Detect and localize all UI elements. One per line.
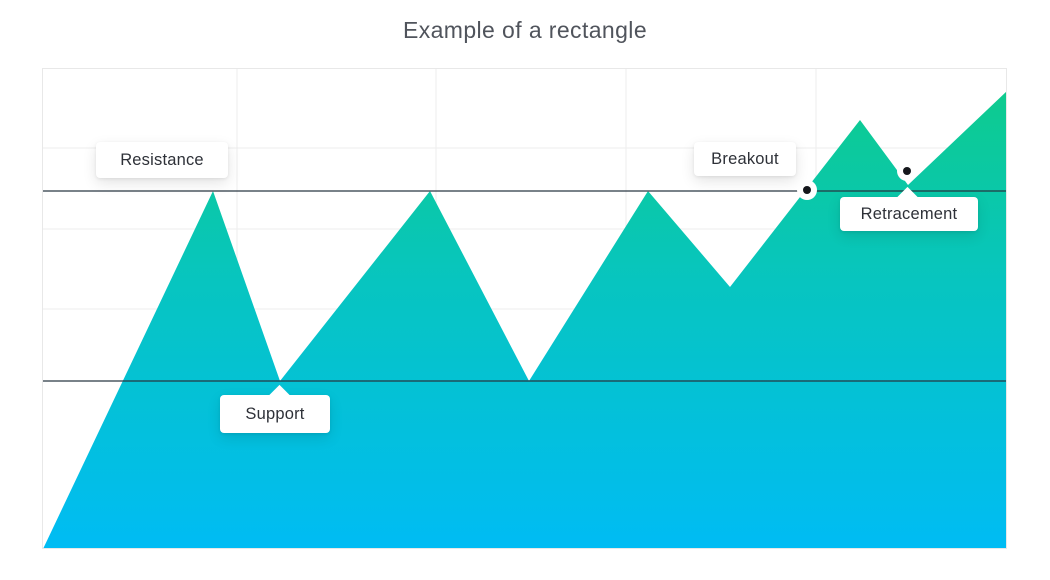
retracement-label-text: Retracement xyxy=(860,204,958,223)
retracement-label: Retracement xyxy=(840,186,978,231)
markers-group xyxy=(797,161,917,200)
chart-plot-area xyxy=(42,68,1007,549)
breakout-point-dot xyxy=(803,186,811,194)
breakout-label-text: Breakout xyxy=(711,149,779,168)
breakout-label: Breakout xyxy=(694,142,796,176)
support-label: Support xyxy=(220,384,330,433)
resistance-label: Resistance xyxy=(96,142,228,178)
support-label-text: Support xyxy=(245,404,305,423)
chart-svg xyxy=(42,68,1007,549)
resistance-label-text: Resistance xyxy=(120,150,204,169)
level-lines-group xyxy=(42,190,1007,382)
retracement-point-dot xyxy=(903,167,911,175)
chart-frame xyxy=(42,68,1007,549)
chart-title: Example of a rectangle xyxy=(402,17,648,43)
price-area xyxy=(43,91,1007,549)
